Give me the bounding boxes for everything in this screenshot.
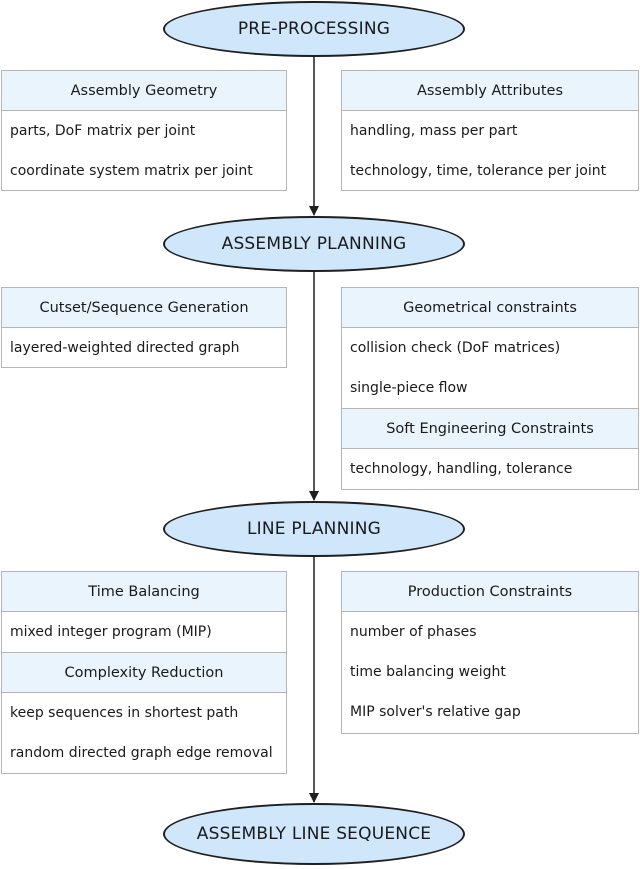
engineering-constraints-box: Geometrical constraints collision check … (341, 287, 639, 490)
stage-pre-processing-label: PRE-PROCESSING (237, 19, 391, 39)
assembly-geometry-title: Assembly Geometry (2, 71, 286, 111)
time-balancing-box: Time Balancing mixed integer program (MI… (1, 571, 287, 774)
stage-line-planning: LINE PLANNING (163, 501, 465, 557)
geometrical-constraints-item: collision check (DoF matrices) (350, 340, 561, 356)
production-constraints-item: time balancing weight (350, 664, 506, 680)
cutset-sequence-generation-item: layered-weighted directed graph (10, 339, 240, 356)
assembly-geometry-item: coordinate system matrix per joint (10, 163, 253, 179)
stage-assembly-line-sequence: ASSEMBLY LINE SEQUENCE (163, 803, 465, 865)
production-constraints-item: number of phases (350, 624, 477, 640)
cutset-sequence-generation-box: Cutset/Sequence Generation layered-weigh… (1, 287, 287, 368)
soft-engineering-constraints-title: Soft Engineering Constraints (342, 408, 638, 449)
stage-assembly-planning-label: ASSEMBLY PLANNING (221, 234, 407, 254)
assembly-attributes-title: Assembly Attributes (342, 71, 638, 111)
stage-line-planning-label: LINE PLANNING (246, 519, 382, 539)
complexity-reduction-item: random directed graph edge removal (10, 745, 273, 761)
time-balancing-item: mixed integer program (MIP) (10, 624, 212, 640)
assembly-geometry-box: Assembly Geometry parts, DoF matrix per … (1, 70, 287, 191)
geometrical-constraints-item: single-piece flow (350, 380, 468, 396)
stage-pre-processing: PRE-PROCESSING (163, 1, 465, 57)
geometrical-constraints-title: Geometrical constraints (342, 288, 638, 328)
soft-engineering-constraints-item: technology, handling, tolerance (350, 461, 573, 477)
stage-assembly-line-sequence-label: ASSEMBLY LINE SEQUENCE (196, 824, 432, 844)
assembly-attributes-box: Assembly Attributes handling, mass per p… (341, 70, 639, 191)
production-constraints-title: Production Constraints (342, 572, 638, 612)
assembly-geometry-item: parts, DoF matrix per joint (10, 123, 196, 139)
assembly-attributes-item: technology, time, tolerance per joint (350, 163, 607, 179)
cutset-sequence-generation-title: Cutset/Sequence Generation (2, 288, 286, 328)
time-balancing-title: Time Balancing (2, 572, 286, 612)
stage-assembly-planning: ASSEMBLY PLANNING (163, 216, 465, 272)
complexity-reduction-item: keep sequences in shortest path (10, 705, 239, 721)
production-constraints-box: Production Constraints number of phases … (341, 571, 639, 734)
production-constraints-item: MIP solver's relative gap (350, 704, 521, 720)
assembly-attributes-item: handling, mass per part (350, 123, 518, 139)
complexity-reduction-title: Complexity Reduction (2, 652, 286, 693)
